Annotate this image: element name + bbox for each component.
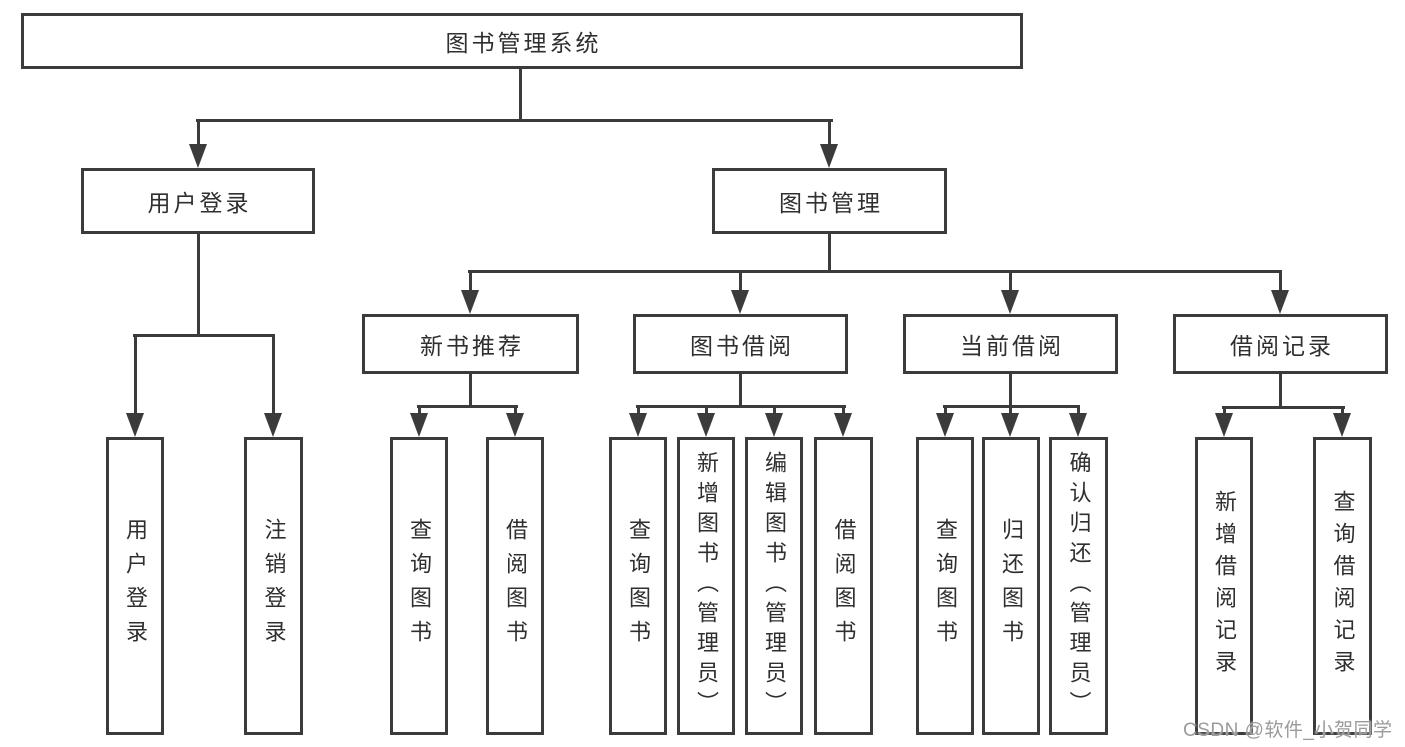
leaf-current-return-label: 归还图书 — [999, 518, 1024, 654]
connector-line — [739, 374, 742, 407]
arrowhead-icon — [1069, 413, 1087, 437]
connector-line — [1341, 406, 1344, 417]
node-new-book-recommend: 新书推荐 — [362, 314, 579, 374]
arrowhead-icon — [1001, 413, 1019, 437]
node-book-borrow-label: 图书借阅 — [690, 333, 794, 359]
connector-line — [134, 334, 137, 415]
leaf-user-login: 用户登录 — [106, 437, 164, 735]
arrowhead-icon — [834, 413, 852, 437]
node-book-management: 图书管理 — [712, 168, 947, 234]
arrowhead-icon — [461, 290, 479, 314]
leaf-borrow-edit: 编辑图书（管理员） — [745, 437, 803, 735]
leaf-user-login-label: 用户登录 — [123, 518, 148, 654]
connector-line — [417, 405, 518, 408]
node-root-label: 图书管理系统 — [445, 30, 602, 56]
connector-line — [133, 334, 275, 337]
connector-line — [196, 119, 833, 122]
leaf-current-confirm: 确认归还（管理员） — [1049, 437, 1108, 735]
arrowhead-icon — [697, 413, 715, 437]
arrowhead-icon — [506, 413, 524, 437]
leaf-records-query-label: 查询借阅记录 — [1330, 490, 1356, 682]
connector-line — [272, 334, 275, 415]
connector-line — [637, 405, 640, 417]
connector-line — [197, 234, 200, 337]
node-new-book-recommend-label: 新书推荐 — [420, 333, 524, 359]
connector-line — [705, 405, 708, 417]
leaf-borrow-query-label: 查询图书 — [626, 518, 651, 654]
connector-line — [944, 405, 947, 417]
node-root: 图书管理系统 — [21, 13, 1023, 69]
connector-line — [828, 119, 831, 147]
arrowhead-icon — [629, 413, 647, 437]
leaf-logout: 注销登录 — [244, 437, 303, 735]
watermark: CSDN @软件_小贺同学 — [1183, 720, 1393, 741]
node-book-management-label: 图书管理 — [779, 190, 883, 216]
leaf-borrow-edit-label: 编辑图书（管理员） — [762, 451, 787, 721]
node-user-login-label: 用户登录 — [147, 190, 252, 216]
leaf-records-query: 查询借阅记录 — [1313, 437, 1372, 735]
arrowhead-icon — [936, 413, 954, 437]
connector-line — [828, 234, 831, 273]
leaf-borrow-borrow-label: 借阅图书 — [831, 518, 857, 654]
connector-line — [1077, 405, 1080, 417]
leaf-newbooks-query: 查询图书 — [390, 437, 448, 735]
arrowhead-icon — [264, 413, 282, 437]
leaf-current-query: 查询图书 — [916, 437, 974, 735]
connector-line — [1279, 270, 1282, 292]
connector-line — [1279, 374, 1282, 408]
leaf-records-add: 新增借阅记录 — [1195, 437, 1253, 735]
arrowhead-icon — [126, 413, 144, 437]
connector-line — [1223, 406, 1226, 417]
connector-line — [739, 270, 742, 292]
connector-line — [418, 405, 421, 417]
node-borrow-records-label: 借阅记录 — [1230, 333, 1334, 359]
connector-line — [842, 405, 845, 417]
connector-line — [1009, 405, 1012, 417]
connector-line — [636, 405, 846, 408]
connector-line — [468, 270, 1282, 273]
node-user-login: 用户登录 — [81, 168, 315, 234]
leaf-newbooks-borrow: 借阅图书 — [486, 437, 544, 735]
connector-line — [1009, 270, 1012, 292]
connector-line — [514, 405, 517, 417]
arrowhead-icon — [731, 290, 749, 314]
leaf-current-confirm-label: 确认归还（管理员） — [1066, 451, 1092, 721]
connector-line — [469, 374, 472, 407]
node-current-borrow: 当前借阅 — [903, 314, 1118, 374]
leaf-newbooks-query-label: 查询图书 — [407, 518, 432, 654]
arrowhead-icon — [1271, 290, 1289, 314]
arrowhead-icon — [765, 413, 783, 437]
leaf-borrow-add-label: 新增图书（管理员） — [694, 451, 719, 721]
connector-line — [1009, 374, 1012, 407]
node-book-borrow: 图书借阅 — [633, 314, 848, 374]
connector-line — [773, 405, 776, 417]
connector-line — [469, 270, 472, 292]
node-current-borrow-label: 当前借阅 — [960, 333, 1064, 359]
leaf-logout-label: 注销登录 — [261, 518, 287, 654]
arrowhead-icon — [189, 144, 207, 168]
arrowhead-icon — [820, 144, 838, 168]
arrowhead-icon — [410, 413, 428, 437]
node-borrow-records: 借阅记录 — [1173, 314, 1388, 374]
connector-line — [519, 68, 522, 121]
leaf-current-return: 归还图书 — [982, 437, 1040, 735]
leaf-records-add-label: 新增借阅记录 — [1212, 490, 1237, 682]
arrowhead-icon — [1001, 290, 1019, 314]
arrowhead-icon — [1215, 413, 1233, 437]
connector-line — [197, 119, 200, 147]
leaf-newbooks-borrow-label: 借阅图书 — [503, 518, 528, 654]
leaf-current-query-label: 查询图书 — [933, 518, 958, 654]
leaf-borrow-borrow: 借阅图书 — [814, 437, 873, 735]
leaf-borrow-query: 查询图书 — [609, 437, 667, 735]
leaf-borrow-add: 新增图书（管理员） — [677, 437, 735, 735]
connector-line — [1222, 406, 1345, 409]
arrowhead-icon — [1333, 413, 1351, 437]
